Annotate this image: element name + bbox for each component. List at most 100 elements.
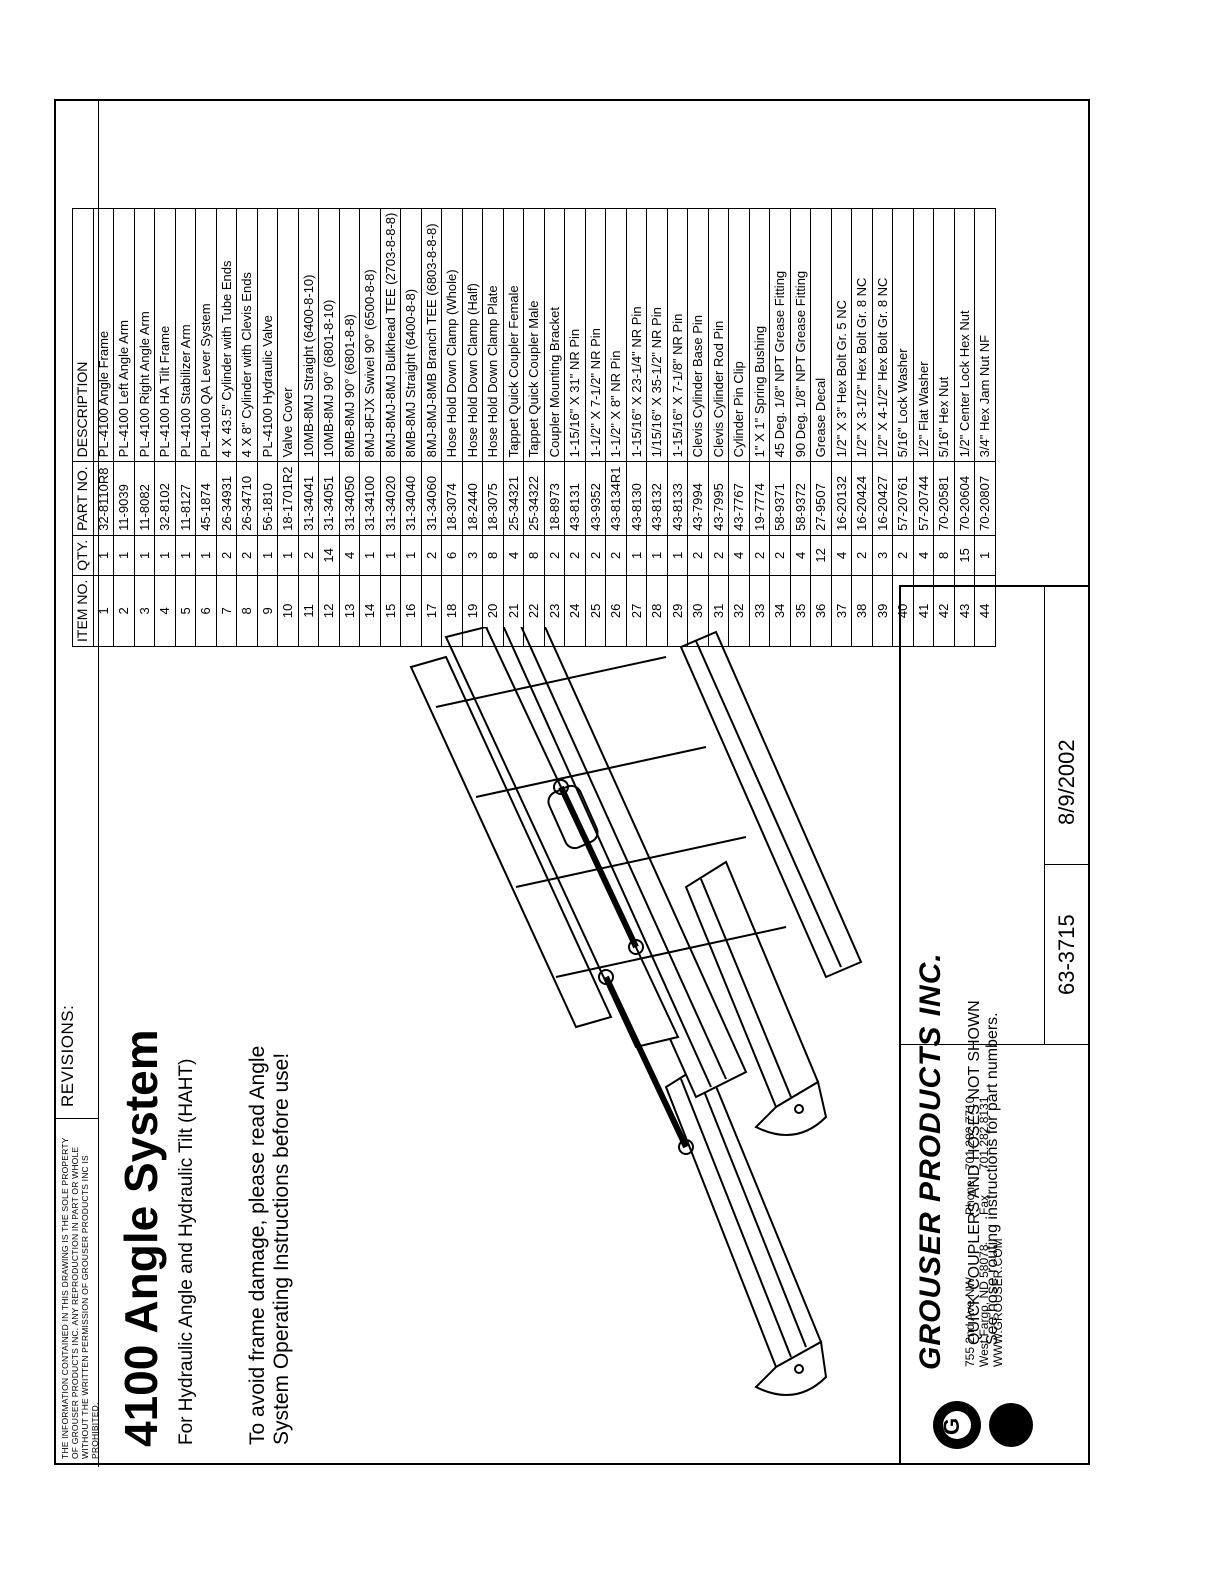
cell-part-no: 19-7774 — [749, 461, 770, 536]
cell-qty: 1 — [667, 535, 688, 576]
cell-qty: 2 — [749, 535, 770, 576]
cell-description: 4 X 8" Cylinder with Clevis Ends — [236, 208, 257, 462]
cell-qty: 1 — [93, 535, 114, 576]
cell-part-no: 43-9352 — [585, 461, 606, 536]
cell-description: PL-4100 Hydraulic Valve — [257, 208, 278, 462]
cell-part-no: 18-1701R2 — [277, 461, 298, 536]
notice-divider — [56, 1118, 98, 1119]
cell-description: 8MJ-8MJ-8MB Branch TEE (6803-8-8-8) — [421, 208, 442, 462]
cell-qty: 1 — [257, 535, 278, 576]
cell-item-no: 9 — [257, 575, 278, 647]
cell-description: Cylinder Pin Clip — [728, 208, 749, 462]
cell-description: 1-15/16" X 31" NR Pin — [564, 208, 585, 462]
cell-part-no: 43-7994 — [687, 461, 708, 536]
cell-description: PL-4100 HA Tilt Frame — [154, 208, 175, 462]
cell-qty: 1 — [154, 535, 175, 576]
cell-qty: 12 — [810, 535, 831, 576]
cell-part-no: 70-20807 — [974, 461, 995, 536]
cell-part-no: 26-34710 — [236, 461, 257, 536]
cell-item-no: 6 — [195, 575, 216, 647]
cell-qty: 1 — [626, 535, 647, 576]
cell-item-no: 5 — [175, 575, 196, 647]
cell-description: Clevis Cylinder Rod Pin — [708, 208, 729, 462]
cell-item-no: 16 — [400, 575, 421, 647]
cell-qty: 8 — [523, 535, 544, 576]
left-angle-arm — [664, 1060, 828, 1396]
cell-description: 8MB-8MJ 90° (6801-8-8) — [339, 208, 360, 462]
cell-qty: 1 — [134, 535, 155, 576]
cell-item-no: 24 — [564, 575, 585, 647]
cell-item-no: 27 — [626, 575, 647, 647]
cell-qty: 2 — [585, 535, 606, 576]
cell-description: PL-4100 Angle Frame — [93, 208, 114, 462]
cell-description: 90 Deg. 1/8" NPT Grease Fitting — [790, 208, 811, 462]
cell-part-no: 11-8082 — [134, 461, 155, 536]
cell-qty: 2 — [687, 535, 708, 576]
cell-description: 45 Deg. 1/8" NPT Grease Fitting — [769, 208, 790, 462]
cell-part-no: 11-8127 — [175, 461, 196, 536]
cell-item-no: 11 — [298, 575, 319, 647]
cell-qty: 2 — [298, 535, 319, 576]
rotated-content: The information contained in this drawin… — [56, 101, 1092, 1467]
cell-part-no: 31-34050 — [339, 461, 360, 536]
cell-description: Clevis Cylinder Base Pin — [687, 208, 708, 462]
cell-part-no: 56-1810 — [257, 461, 278, 536]
cell-description: Tappet Quick Coupler Female — [503, 208, 524, 462]
cell-qty: 2 — [236, 535, 257, 576]
cell-description: Coupler Mounting Bracket — [544, 208, 565, 462]
cell-description: 1/2" X 3-1/2" Hex Bolt Gr. 8 NC — [851, 208, 872, 462]
cell-item-no: 13 — [339, 575, 360, 647]
cell-item-no: 34 — [769, 575, 790, 647]
cell-description: 1/2" Center Lock Hex Nut — [954, 208, 975, 462]
cell-qty: 2 — [421, 535, 442, 576]
cell-item-no: 32 — [728, 575, 749, 647]
cell-qty: 4 — [831, 535, 852, 576]
cell-part-no: 57-20761 — [892, 461, 913, 536]
cell-qty: 2 — [769, 535, 790, 576]
cell-part-no: 31-34060 — [421, 461, 442, 536]
cell-part-no: 31-34100 — [359, 461, 380, 536]
cell-qty: 14 — [318, 535, 339, 576]
cell-description: PL-4100 Stabilizer Arm — [175, 208, 196, 462]
cell-qty: 15 — [954, 535, 975, 576]
warning-line-1: To avoid frame damage, please read Angle — [246, 1045, 269, 1445]
cell-qty: 1 — [646, 535, 667, 576]
cell-item-no: 4 — [154, 575, 175, 647]
cell-part-no: 70-20604 — [954, 461, 975, 536]
page-title: 4100 Angle System — [115, 1029, 167, 1447]
cell-qty: 4 — [913, 535, 934, 576]
warning-text: To avoid frame damage, please read Angle… — [246, 1046, 294, 1445]
cell-description: 8MB-8MJ Straight (6400-8-8) — [400, 208, 421, 462]
cell-item-no: 29 — [667, 575, 688, 647]
cell-qty: 1 — [195, 535, 216, 576]
cell-item-no: 25 — [585, 575, 606, 647]
cell-item-no: 1 — [93, 575, 114, 647]
cell-qty: 2 — [216, 535, 237, 576]
cell-item-no: 23 — [544, 575, 565, 647]
